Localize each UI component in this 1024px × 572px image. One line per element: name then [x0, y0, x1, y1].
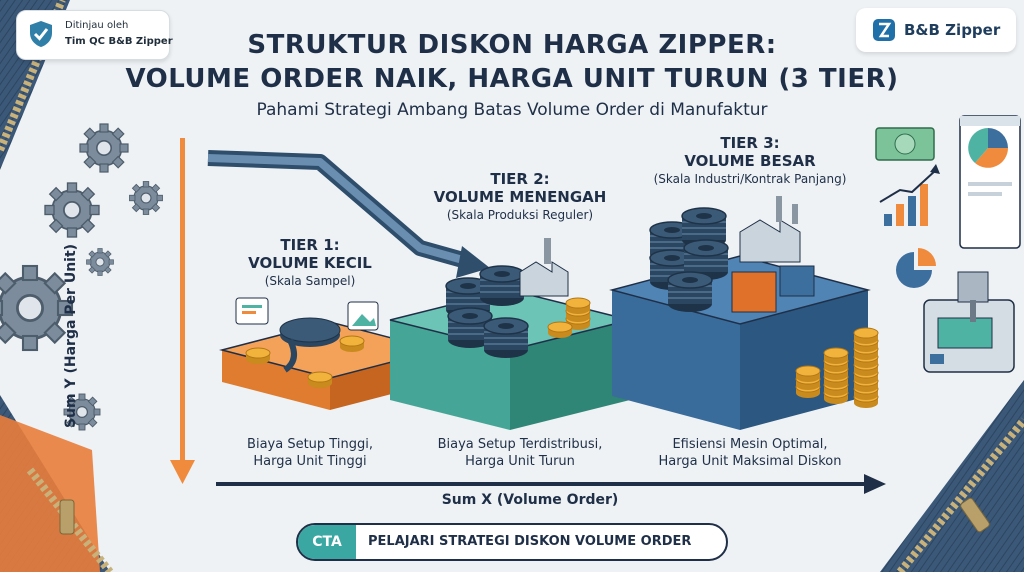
- tier-3-name: VOLUME BESAR: [684, 152, 816, 170]
- tier-2-platform: [389, 238, 631, 430]
- denim-bottom-right: [880, 380, 1024, 572]
- tier-2-desc-line-1: Biaya Setup Terdistribusi,: [437, 437, 603, 452]
- pie-chart-icon: [896, 248, 936, 288]
- zipper-logo-icon: [873, 19, 895, 41]
- bar-chart-icon: [879, 164, 940, 226]
- cta-label: PELAJARI STRATEGI DISKON VOLUME ORDER: [368, 534, 692, 549]
- brand-logo: B&B Zipper: [856, 8, 1016, 52]
- tier-2-label: TIER 2:: [490, 170, 550, 188]
- tier-3-scale: (Skala Industri/Kontrak Panjang): [653, 172, 847, 186]
- x-axis-label: Sum X (Volume Order): [441, 492, 619, 508]
- tier-3-platform: [609, 196, 879, 430]
- tier-1-name: VOLUME KECIL: [248, 254, 372, 272]
- denim-bottom-left: [0, 395, 114, 572]
- machine-icon: [923, 271, 1015, 373]
- tier-2-title: TIER 2: VOLUME MENENGAH: [400, 170, 640, 206]
- tier-1-description: Biaya Setup Tinggi, Harga Unit Tinggi: [210, 436, 410, 470]
- money-bill-icon: [875, 127, 935, 161]
- gear-icon: [0, 123, 164, 431]
- badge-line-2: Tim QC B&B Zipper: [65, 36, 173, 47]
- tier-3-description: Efisiensi Mesin Optimal, Harga Unit Maks…: [630, 436, 870, 470]
- tier-2-scale: (Skala Produksi Reguler): [446, 208, 594, 222]
- page-title-line-1: STRUKTUR DISKON HARGA ZIPPER:: [247, 30, 777, 60]
- x-axis-arrow: [216, 474, 886, 494]
- tier-2-name: VOLUME MENENGAH: [433, 188, 607, 206]
- dashboard-window-icon: [959, 115, 1021, 249]
- tier-3-label: TIER 3:: [720, 134, 780, 152]
- y-axis-label: Sum Y (Harga Per Unit): [63, 243, 79, 429]
- tier-2-description: Biaya Setup Terdistribusi, Harga Unit Tu…: [410, 436, 630, 470]
- tier-2-desc-line-2: Harga Unit Turun: [465, 454, 575, 469]
- tier-1-title: TIER 1: VOLUME KECIL: [200, 236, 420, 272]
- tier-1-scale: (Skala Sampel): [264, 274, 356, 288]
- tier-3-desc-line-2: Harga Unit Maksimal Diskon: [658, 454, 842, 469]
- review-badge: Ditinjau oleh Tim QC B&B Zipper: [16, 10, 173, 60]
- tier-1-platform: [219, 297, 441, 410]
- tier-1-desc-line-1: Biaya Setup Tinggi,: [247, 437, 373, 452]
- cta-button[interactable]: CTA PELAJARI STRATEGI DISKON VOLUME ORDE…: [296, 523, 728, 561]
- tier-1-desc-line-2: Harga Unit Tinggi: [253, 454, 367, 469]
- tier-1-label: TIER 1:: [280, 236, 340, 254]
- cta-chip: CTA: [298, 525, 356, 559]
- y-axis-arrow: [170, 138, 195, 484]
- page-title-line-2: VOLUME ORDER NAIK, HARGA UNIT TURUN (3 T…: [125, 64, 899, 94]
- brand-name: B&B Zipper: [904, 21, 1001, 39]
- tier-3-title: TIER 3: VOLUME BESAR: [630, 134, 870, 170]
- shield-check-icon: [30, 21, 52, 47]
- page-subtitle: Pahami Strategi Ambang Batas Volume Orde…: [256, 100, 768, 120]
- tier-3-desc-line-1: Efisiensi Mesin Optimal,: [672, 437, 828, 452]
- badge-line-1: Ditinjau oleh: [65, 20, 129, 31]
